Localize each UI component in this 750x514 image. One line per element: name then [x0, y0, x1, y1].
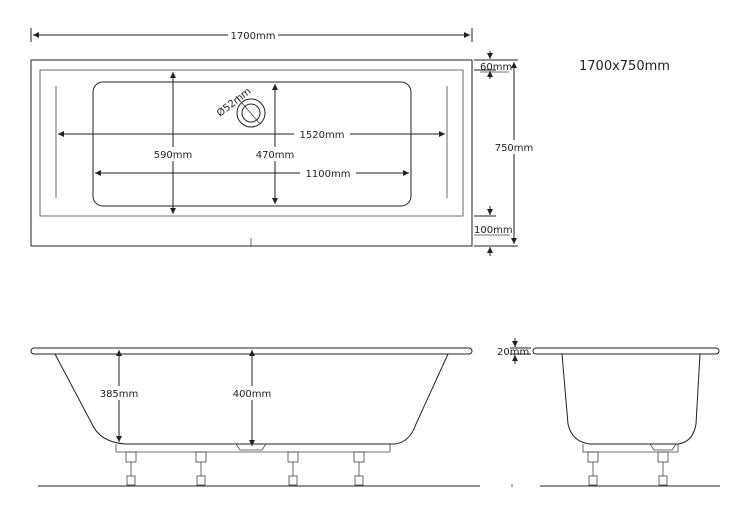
- plan-view: 1700mm Ø52mm 1520mm 1100mm 590mm 470mm: [30, 28, 670, 256]
- depth-end-label: 385mm: [100, 389, 139, 400]
- end-rim: [532, 347, 720, 355]
- side-body: [54, 353, 449, 445]
- side-leg-1: [125, 451, 137, 486]
- end-elevation: 20mm: [497, 338, 720, 487]
- bath-outline: [30, 59, 473, 247]
- waste-inner: [241, 103, 261, 123]
- length-label: 1700mm: [231, 31, 276, 42]
- side-leg-4: [353, 451, 365, 486]
- side-waste: [235, 443, 267, 451]
- waste-outer: [236, 98, 266, 128]
- side-leg-3: [287, 451, 299, 486]
- end-body: [561, 353, 701, 445]
- end-waste: [649, 443, 677, 451]
- rim-end-label: 60mm: [480, 62, 512, 73]
- side-base: [115, 444, 391, 453]
- rim-inner-line: [39, 69, 464, 217]
- waste-diameter-label: Ø52mm: [214, 85, 253, 119]
- base-length-label: 1520mm: [300, 130, 345, 141]
- depth-center-label: 400mm: [233, 389, 272, 400]
- side-leg-2: [195, 451, 207, 486]
- end-base: [582, 444, 679, 453]
- rim-thickness-label: 20mm: [497, 347, 529, 358]
- floor-length-label: 1100mm: [306, 169, 351, 180]
- waste-diameter-line: [235, 95, 261, 125]
- end-leg-1: [587, 451, 599, 486]
- side-elevation: 385mm 400mm: [30, 347, 480, 487]
- width-label: 750mm: [495, 143, 534, 154]
- size-title: 1700x750mm: [579, 59, 670, 74]
- end-leg-2: [657, 451, 669, 486]
- rim-side-label: 100mm: [474, 225, 513, 236]
- inner-width-label: 590mm: [154, 150, 193, 161]
- floor-width-label: 470mm: [256, 150, 295, 161]
- basin-floor: [92, 81, 412, 207]
